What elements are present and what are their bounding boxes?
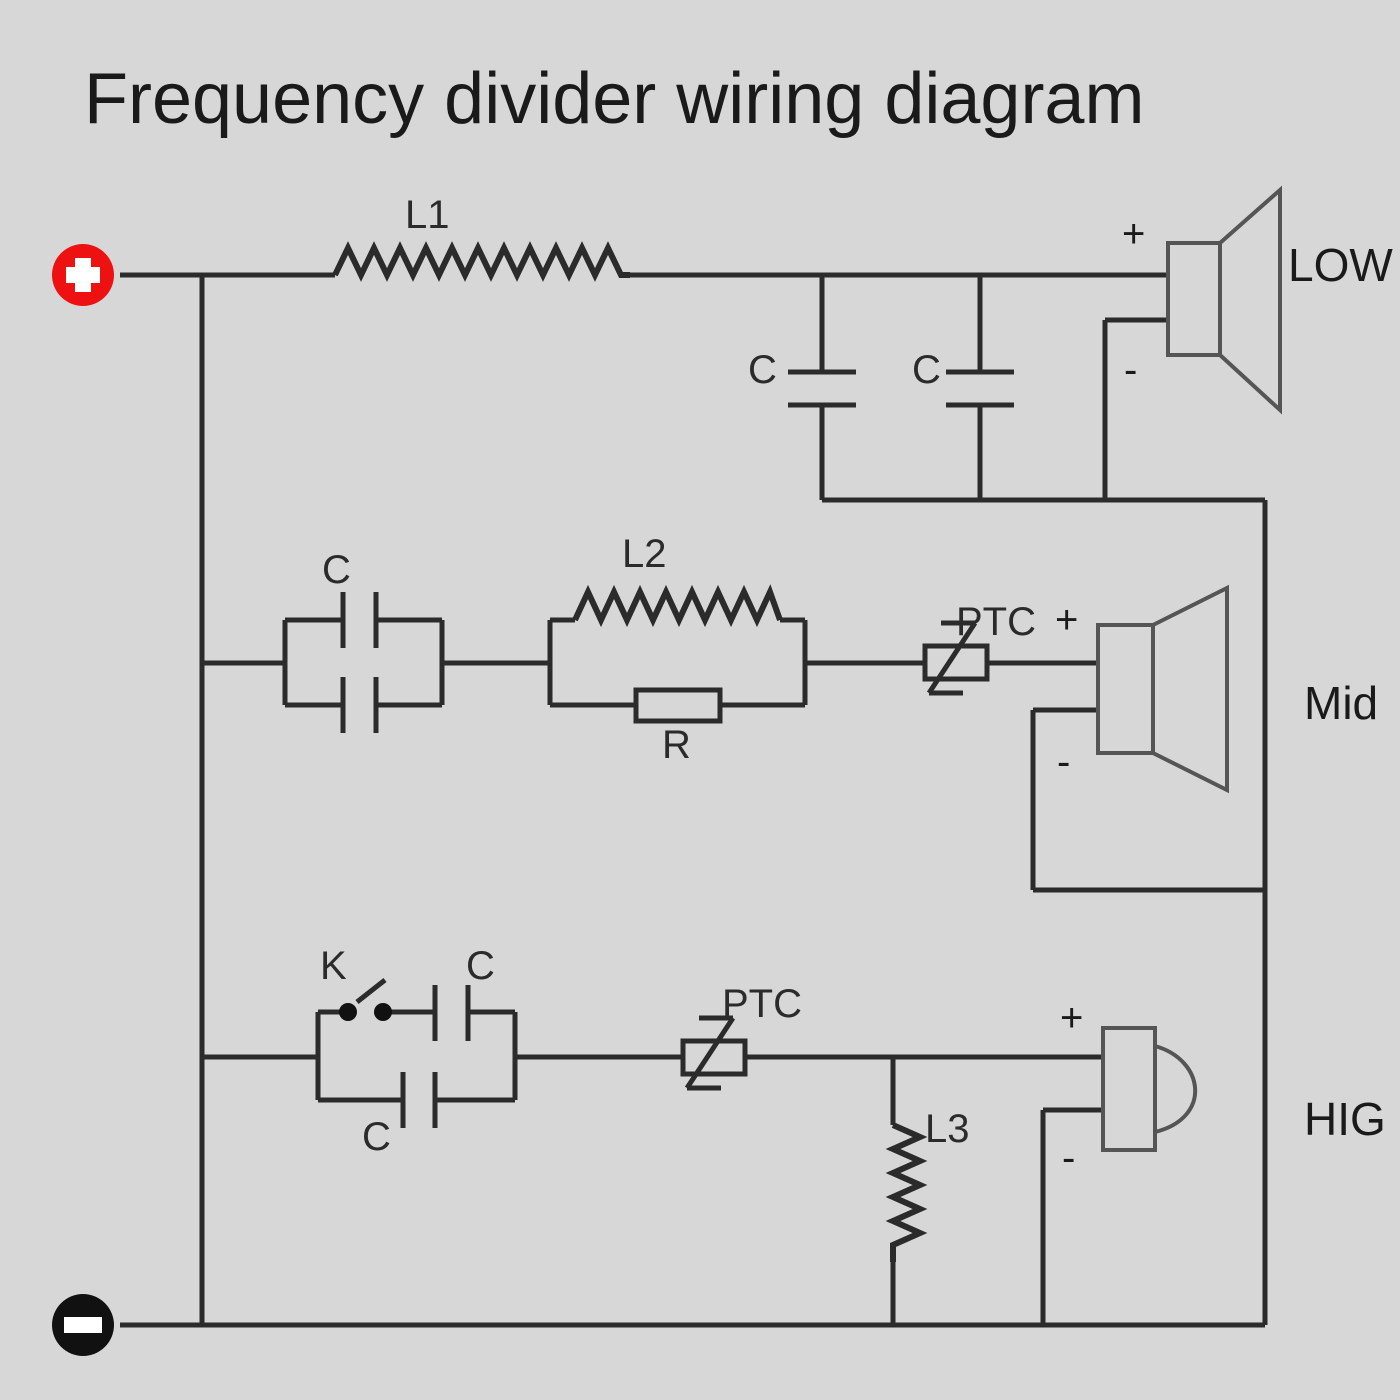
speaker-high bbox=[1101, 1026, 1198, 1152]
positive-terminal-icon bbox=[52, 244, 114, 306]
output-label-high: HIG bbox=[1304, 1093, 1386, 1145]
wire-low-return bbox=[822, 317, 1265, 503]
inductor-l1 bbox=[332, 241, 630, 282]
output-label-low: LOW bbox=[1288, 239, 1393, 291]
resistor-r bbox=[633, 687, 723, 724]
label-k-high: K bbox=[320, 944, 347, 988]
network-k-c-high bbox=[315, 978, 518, 1128]
label-c-mid: C bbox=[322, 548, 351, 592]
label-c-high-top: C bbox=[466, 944, 495, 988]
capacitor-c-low-1 bbox=[788, 275, 856, 500]
polarity-low-plus: + bbox=[1122, 212, 1146, 256]
label-c-high-bottom: C bbox=[362, 1115, 391, 1159]
speaker-mid bbox=[1096, 584, 1229, 794]
label-l2: L2 bbox=[622, 532, 667, 576]
positive-rail bbox=[120, 272, 335, 1325]
label-r-mid: R bbox=[662, 723, 691, 767]
capacitor-c-mid bbox=[282, 592, 445, 733]
label-ptc-high: PTC bbox=[722, 982, 802, 1026]
label-l1: L1 bbox=[405, 193, 450, 237]
polarity-high-minus: - bbox=[1062, 1136, 1076, 1180]
inductor-l3 bbox=[885, 1057, 928, 1325]
polarity-mid-minus: - bbox=[1057, 740, 1071, 784]
switch-k-contact-left bbox=[339, 1003, 357, 1021]
polarity-low-minus: - bbox=[1124, 348, 1138, 392]
wire-high-return bbox=[1040, 1107, 1103, 1325]
negative-terminal-icon bbox=[52, 1294, 114, 1356]
switch-k-contact-right bbox=[374, 1003, 392, 1021]
polarity-high-plus: + bbox=[1060, 996, 1084, 1040]
polarity-mid-plus: + bbox=[1055, 598, 1079, 642]
capacitor-c-low-2 bbox=[946, 275, 1014, 500]
network-l2-r bbox=[547, 584, 808, 724]
wire-mid-return bbox=[1030, 707, 1265, 893]
inductor-l2 bbox=[572, 584, 783, 628]
thermistor-ptc-high bbox=[680, 1015, 748, 1091]
label-l3: L3 bbox=[925, 1107, 970, 1151]
page-title: Frequency divider wiring diagram bbox=[84, 59, 1145, 139]
label-c-low-2: C bbox=[912, 348, 941, 392]
output-label-mid: Mid bbox=[1304, 677, 1379, 729]
speaker-low bbox=[1166, 185, 1282, 415]
label-c-low-1: C bbox=[748, 348, 777, 392]
label-ptc-mid: PTC bbox=[956, 600, 1036, 644]
